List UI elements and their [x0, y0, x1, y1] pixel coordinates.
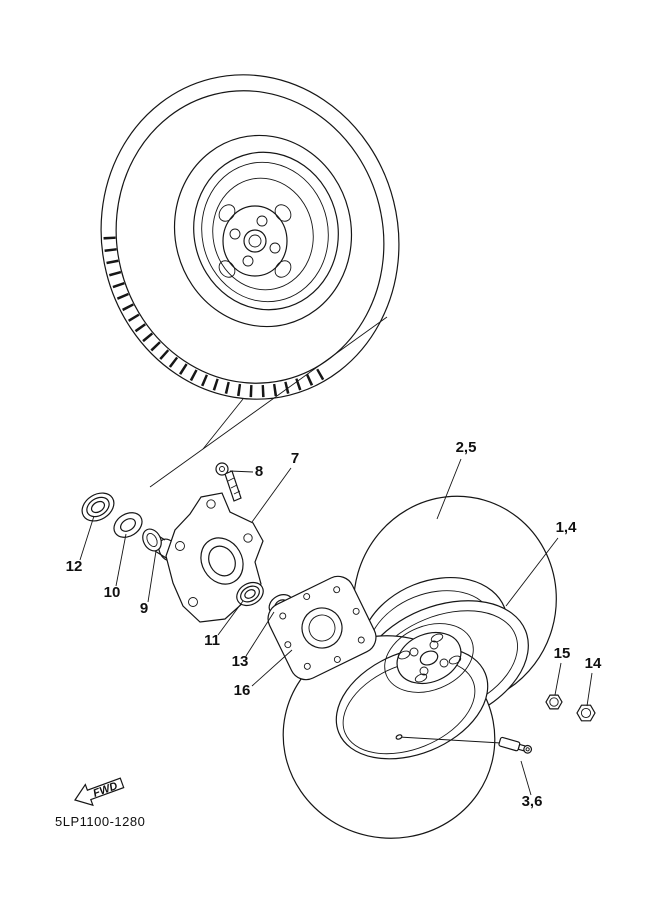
- callout-9: 9: [140, 600, 148, 617]
- valve-stem: [498, 736, 533, 754]
- brake-plate-16: [267, 575, 377, 681]
- fwd-arrow-icon: FWD: [74, 777, 125, 807]
- callout-8: 8: [255, 463, 263, 480]
- part-code: 5LP1100-1280: [55, 814, 145, 829]
- nut-14: [576, 704, 596, 722]
- callout-15: 15: [554, 645, 571, 662]
- callout-10: 10: [104, 584, 121, 601]
- callout-leaders: [79, 458, 593, 796]
- valve-hole: [395, 734, 403, 740]
- callout-1-4: 1,4: [556, 519, 578, 536]
- callout-11: 11: [204, 632, 220, 649]
- tire-half-lower: [282, 635, 496, 839]
- rim-center-disc: [384, 623, 474, 693]
- fwd-label: FWD: [92, 780, 120, 800]
- wheel-bolt: [215, 462, 242, 502]
- callout-13: 13: [232, 653, 249, 670]
- bearing-12: [81, 492, 115, 522]
- valve-leader-line: [398, 736, 502, 744]
- nut-15: [545, 694, 563, 710]
- callout-14: 14: [585, 655, 602, 672]
- callout-2-5: 2,5: [456, 439, 477, 456]
- callout-16: 16: [234, 682, 251, 699]
- callout-3-6: 3,6: [522, 793, 543, 810]
- callout-7: 7: [291, 450, 299, 467]
- leader-line: [149, 316, 388, 488]
- oil-seal-10: [113, 512, 143, 538]
- callout-12: 12: [66, 558, 83, 575]
- bearing-11: [236, 581, 264, 607]
- leader-line: [202, 398, 244, 450]
- assembled-wheel: [100, 74, 400, 400]
